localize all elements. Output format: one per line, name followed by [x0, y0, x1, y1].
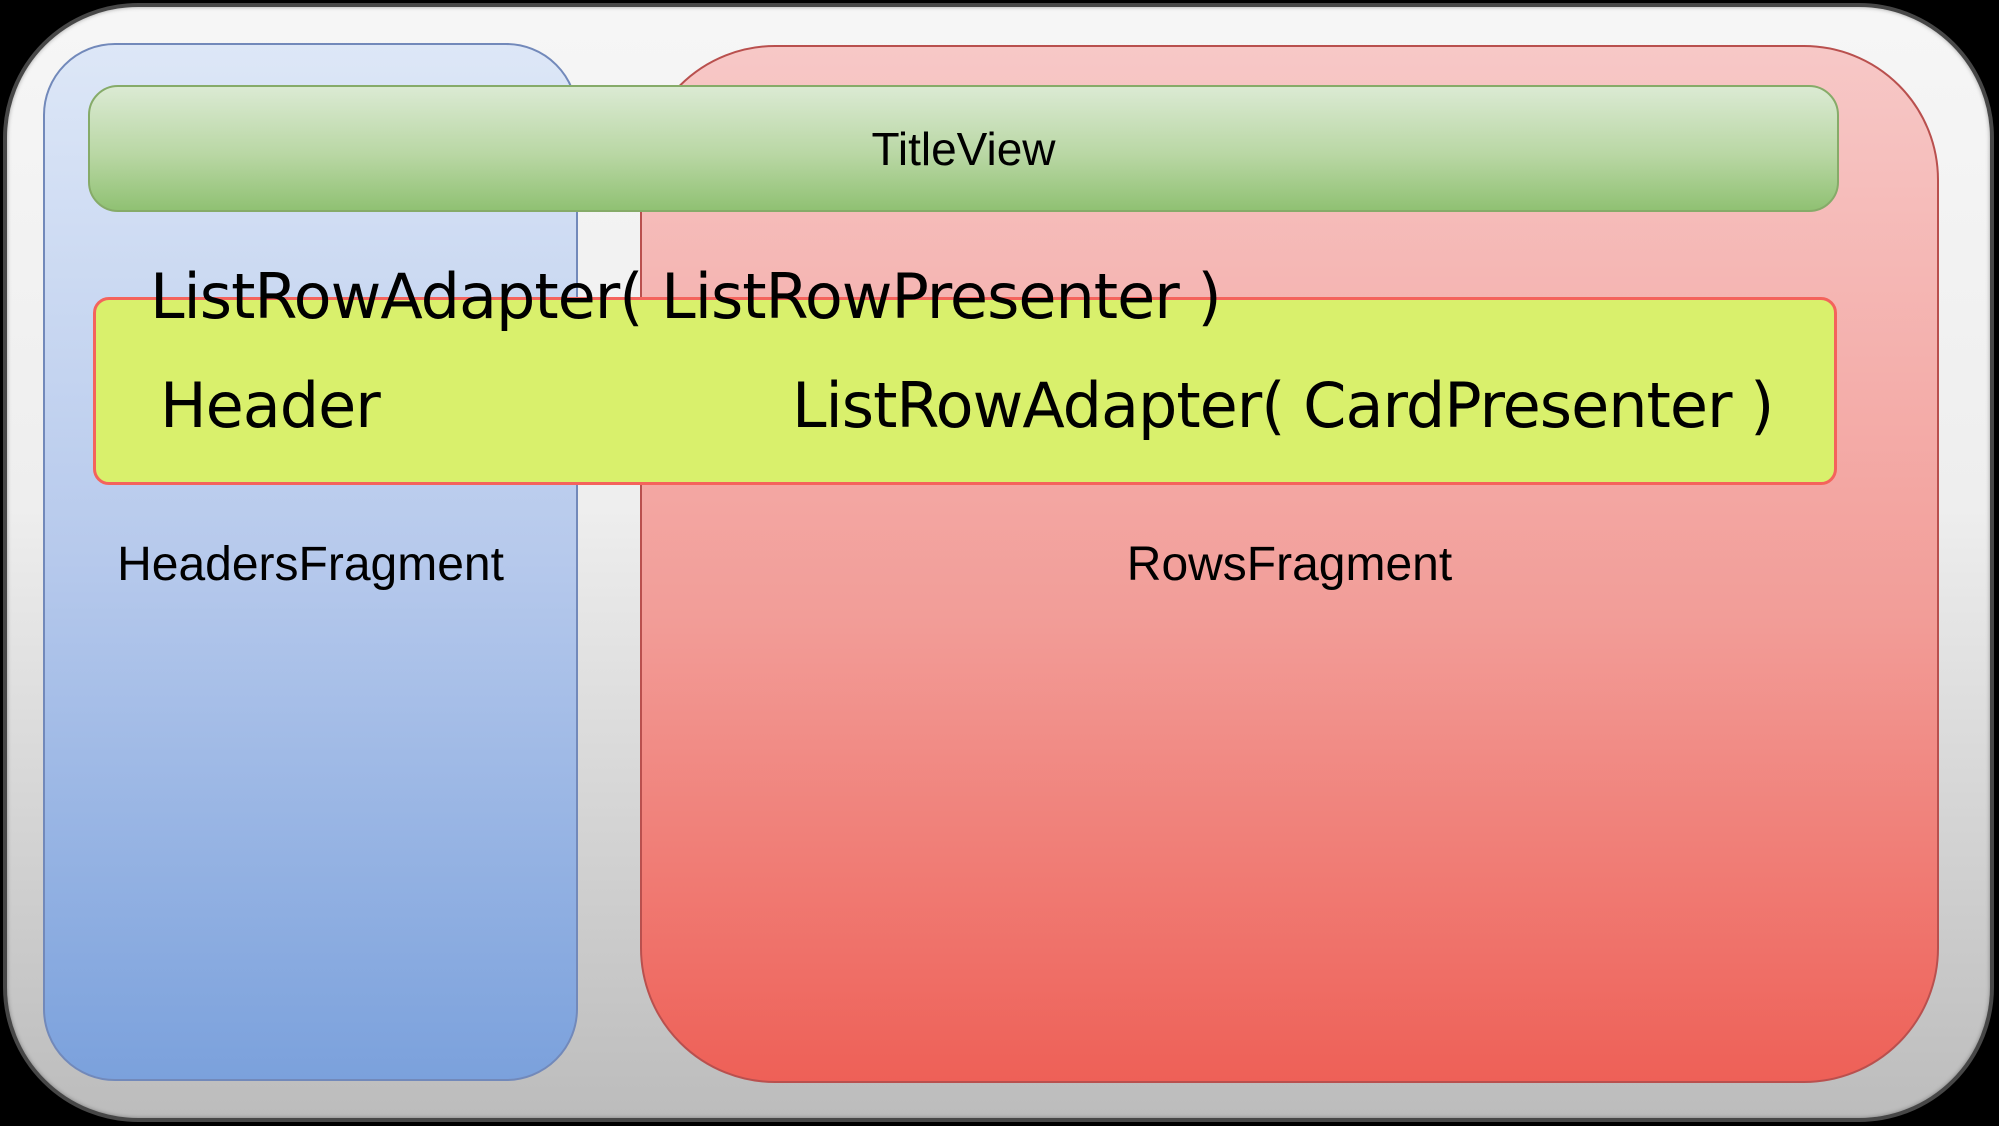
title-view-bar: TitleView: [88, 85, 1839, 212]
card-presenter-adapter-label: ListRowAdapter( CardPresenter ): [792, 369, 1774, 442]
rows-fragment-label: RowsFragment: [1126, 538, 1453, 591]
header-label: Header: [160, 369, 381, 442]
list-row-adapter-caption: ListRowAdapter( ListRowPresenter ): [150, 260, 1222, 333]
rows-fragment-box: [640, 45, 1939, 1083]
headers-fragment-label: HeadersFragment: [117, 538, 504, 591]
list-row-bar: [93, 297, 1837, 485]
title-view-label: TitleView: [871, 122, 1056, 175]
headers-fragment-box: [43, 43, 578, 1081]
